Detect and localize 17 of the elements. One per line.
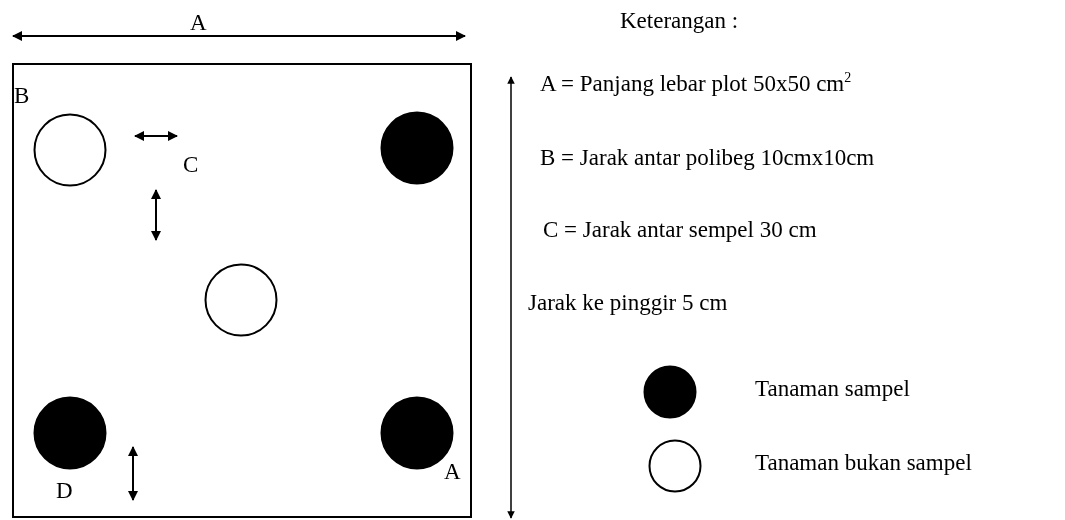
key-text: Jarak ke pinggir 5 cm: [528, 290, 728, 316]
dimension-label: A: [190, 10, 207, 36]
spacing-letter: C: [183, 152, 199, 178]
key-text: B = Jarak antar polibeg 10cmx10cm: [540, 145, 875, 171]
plant-circle: [33, 113, 107, 187]
key-text: A = Panjang lebar plot 50x50 cm$^{2}$: [540, 70, 852, 96]
sample-plant-circle: [380, 111, 454, 185]
legend-heading: Keterangan :: [620, 8, 739, 34]
plant-circle: [204, 263, 278, 337]
legend-text: Tanaman sampel: [755, 376, 910, 402]
corner-letter: B: [14, 83, 30, 109]
corner-letter: A: [444, 459, 461, 485]
legend-text: Tanaman bukan sampel: [755, 450, 972, 476]
corner-letter: D: [56, 478, 73, 504]
sample-plant-circle: [33, 396, 107, 470]
plot-frame: [12, 63, 472, 518]
key-text: C = Jarak antar sempel 30 cm: [543, 217, 817, 243]
